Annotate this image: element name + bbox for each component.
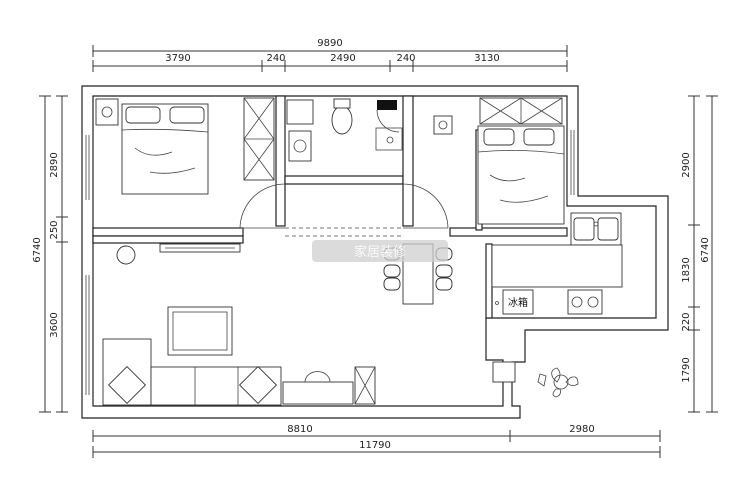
- dim-right-segment: 1830: [681, 257, 692, 282]
- dim-bottom-total: 11790: [359, 440, 391, 451]
- dim-bottom-segment: 2980: [569, 424, 594, 435]
- dim-left-segment: 2890: [49, 152, 60, 177]
- bottom-dimension-lines: [92, 430, 661, 458]
- bedroom-2: [433, 97, 565, 225]
- bedroom-1: [95, 97, 275, 195]
- dim-top-segment: 240: [396, 53, 415, 64]
- doors: [239, 183, 449, 237]
- dim-right-total: 6740: [700, 237, 711, 262]
- dim-top-segment: 3130: [474, 53, 499, 64]
- watermark: 家居装修: [312, 240, 448, 262]
- fridge-label: 冰箱: [508, 296, 528, 309]
- watermark-text: 家居装修: [354, 244, 406, 260]
- dim-bottom-segment: 8810: [287, 424, 312, 435]
- top-dimension-lines: [92, 45, 568, 72]
- dim-right-segment: 2900: [681, 152, 692, 177]
- living-room: [102, 243, 376, 406]
- right-dimension-lines: [688, 95, 718, 413]
- bathroom: [286, 98, 403, 162]
- left-windows: [85, 135, 90, 395]
- dim-left-total: 6740: [32, 237, 43, 262]
- dim-right-segment: 1790: [681, 357, 692, 382]
- dim-top-segment: 240: [266, 53, 285, 64]
- dim-left-segment: 250: [49, 220, 60, 239]
- dim-top-segment: 3790: [165, 53, 190, 64]
- dim-top-segment: 2490: [330, 53, 355, 64]
- dim-left-segment: 3600: [49, 312, 60, 337]
- kitchen: 冰箱: [485, 212, 623, 383]
- dim-right-segment: 220: [681, 312, 692, 331]
- entry-plant: [537, 367, 579, 398]
- dim-top-total: 9890: [317, 38, 342, 49]
- right-window: [570, 130, 575, 195]
- left-dimension-lines: [39, 95, 68, 413]
